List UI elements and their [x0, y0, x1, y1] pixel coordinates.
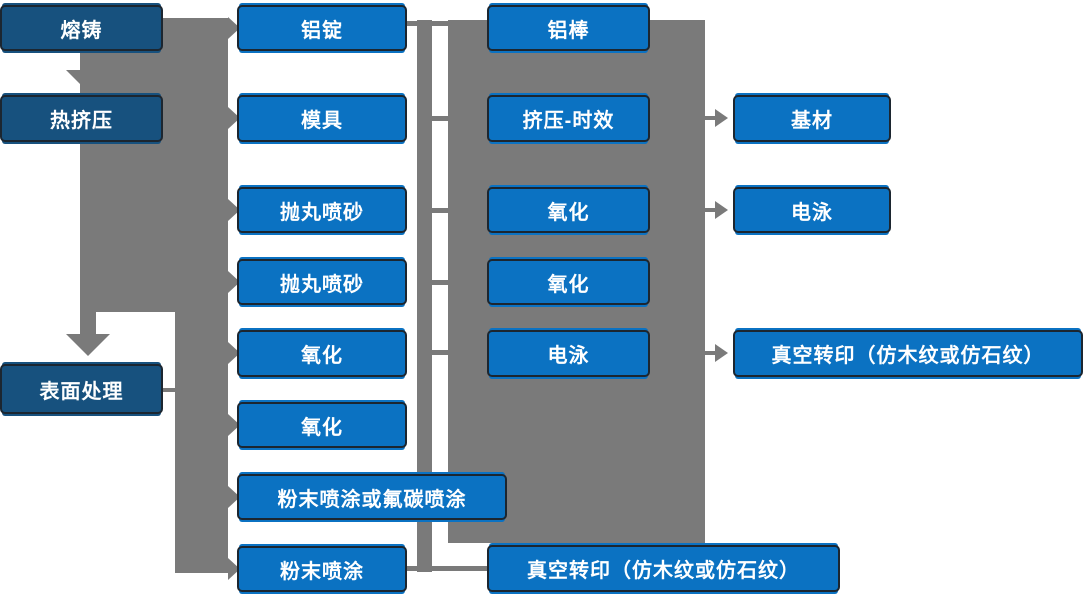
- stage-box-hot-extrusion: 热挤压: [0, 95, 163, 142]
- connector-tick: [432, 208, 448, 213]
- process-box-powder-or-fluorocarbon: 粉末喷涂或氟碳喷涂: [237, 474, 507, 520]
- output-box-electrophoresis: 电泳: [733, 187, 891, 233]
- treatment-box-extrusion-aging: 挤压-时效: [487, 95, 650, 142]
- down-arrow-icon: [66, 334, 110, 356]
- process-box-oxidation-1: 氧化: [237, 330, 407, 377]
- connector-tick: [432, 116, 448, 121]
- process-box-oxidation-2: 氧化: [237, 402, 407, 448]
- stage-box-melting-casting: 熔铸: [0, 5, 163, 51]
- process-box-aluminum-ingot: 铝锭: [237, 5, 407, 51]
- process-box-mold: 模具: [237, 95, 407, 142]
- connector-tick: [432, 280, 448, 285]
- connector-tick: [407, 566, 417, 571]
- right-arrow-icon: [715, 109, 728, 127]
- treatment-box-oxidation-2: 氧化: [487, 259, 650, 305]
- connector-tick: [163, 388, 177, 392]
- output-box-substrate: 基材: [733, 95, 891, 142]
- down-arrow-shaft: [80, 300, 96, 334]
- treatment-box-vacuum-transfer: 真空转印（仿木纹或仿石纹）: [487, 545, 840, 592]
- treatment-box-oxidation-1: 氧化: [487, 187, 650, 233]
- stage-box-surface-treatment: 表面处理: [0, 364, 163, 414]
- flow-trunk-wide: [80, 18, 228, 312]
- right-arrow-shaft: [705, 351, 715, 355]
- connector-tick: [432, 350, 448, 355]
- right-arrow-shaft: [705, 116, 715, 120]
- treatment-box-electrophoresis: 电泳: [487, 330, 650, 377]
- down-arrow-icon: [66, 70, 110, 92]
- process-box-shot-blast-1: 抛丸喷砂: [237, 187, 407, 233]
- process-box-shot-blast-2: 抛丸喷砂: [237, 259, 407, 305]
- right-arrow-icon: [715, 344, 728, 362]
- connector-tick: [432, 566, 487, 571]
- output-box-vacuum-transfer: 真空转印（仿木纹或仿石纹）: [733, 330, 1083, 377]
- right-arrow-icon: [715, 201, 728, 219]
- connector-tick: [432, 21, 448, 26]
- process-box-powder-coating: 粉末喷涂: [237, 546, 407, 592]
- treatment-box-aluminum-rod: 铝棒: [487, 5, 650, 51]
- flow-rail: [417, 20, 432, 572]
- flow-trunk-narrow: [175, 300, 228, 573]
- connector-tick: [407, 21, 417, 26]
- right-arrow-shaft: [705, 208, 715, 212]
